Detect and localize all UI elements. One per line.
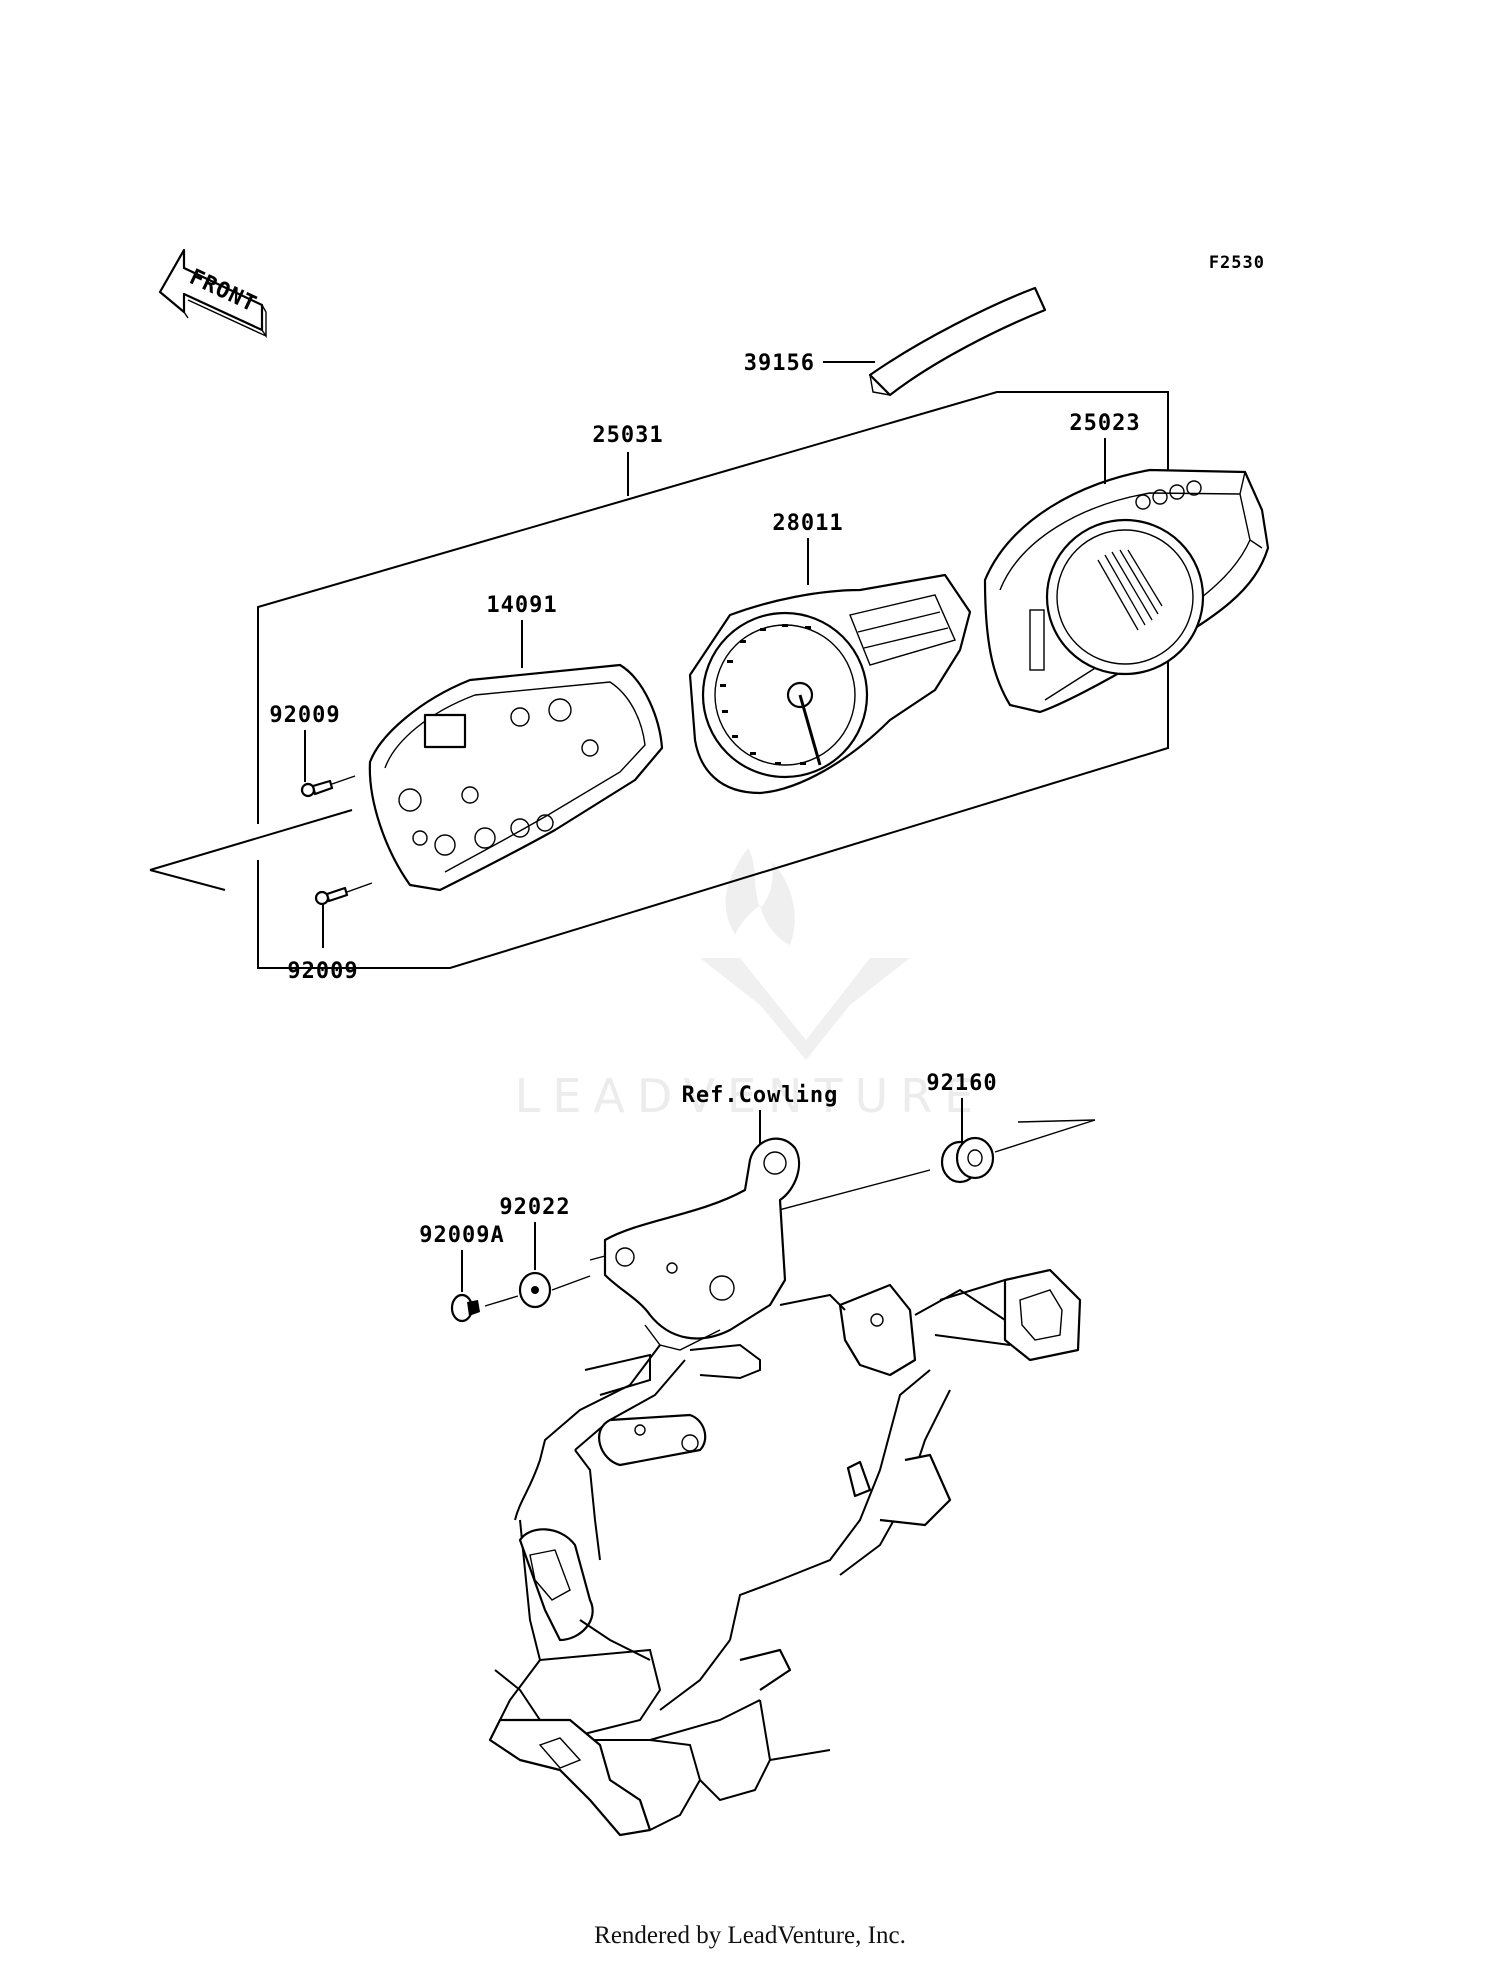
footer-credit: Rendered by LeadVenture, Inc. xyxy=(594,1922,906,1949)
watermark-text: LEADVENTURE xyxy=(515,1069,986,1123)
part-92160-grommet xyxy=(940,1136,995,1184)
callout-25031: 25031 xyxy=(592,423,663,448)
front-arrow-icon: FRONT xyxy=(158,248,267,339)
callout-ref-cowling: Ref.Cowling xyxy=(682,1083,839,1108)
part-92022-washer xyxy=(518,1271,552,1309)
leadventure-logo-icon xyxy=(700,848,910,1060)
part-92009-screw-bottom xyxy=(314,882,373,906)
meter-bracket-stay xyxy=(488,1137,1082,1837)
callout-92009-bottom: 92009 xyxy=(287,959,358,984)
callout-39156: 39156 xyxy=(744,351,815,376)
callout-92160: 92160 xyxy=(926,1071,997,1096)
callout-25023: 25023 xyxy=(1069,411,1140,436)
callout-14091: 14091 xyxy=(486,593,557,618)
part-39156-strip xyxy=(868,286,1047,397)
figure-code: F2530 xyxy=(1209,253,1265,273)
part-92009A-bolt xyxy=(450,1293,480,1323)
callout-28011: 28011 xyxy=(772,511,843,536)
part-28011-meter-unit xyxy=(688,573,972,795)
part-25023-meter-cover xyxy=(983,468,1270,714)
part-14091-meter-case xyxy=(368,663,664,892)
part-92009-screw-top xyxy=(300,775,356,798)
callout-92022: 92022 xyxy=(499,1195,570,1220)
callout-92009-top: 92009 xyxy=(269,703,340,728)
callout-92009A: 92009A xyxy=(419,1223,504,1248)
